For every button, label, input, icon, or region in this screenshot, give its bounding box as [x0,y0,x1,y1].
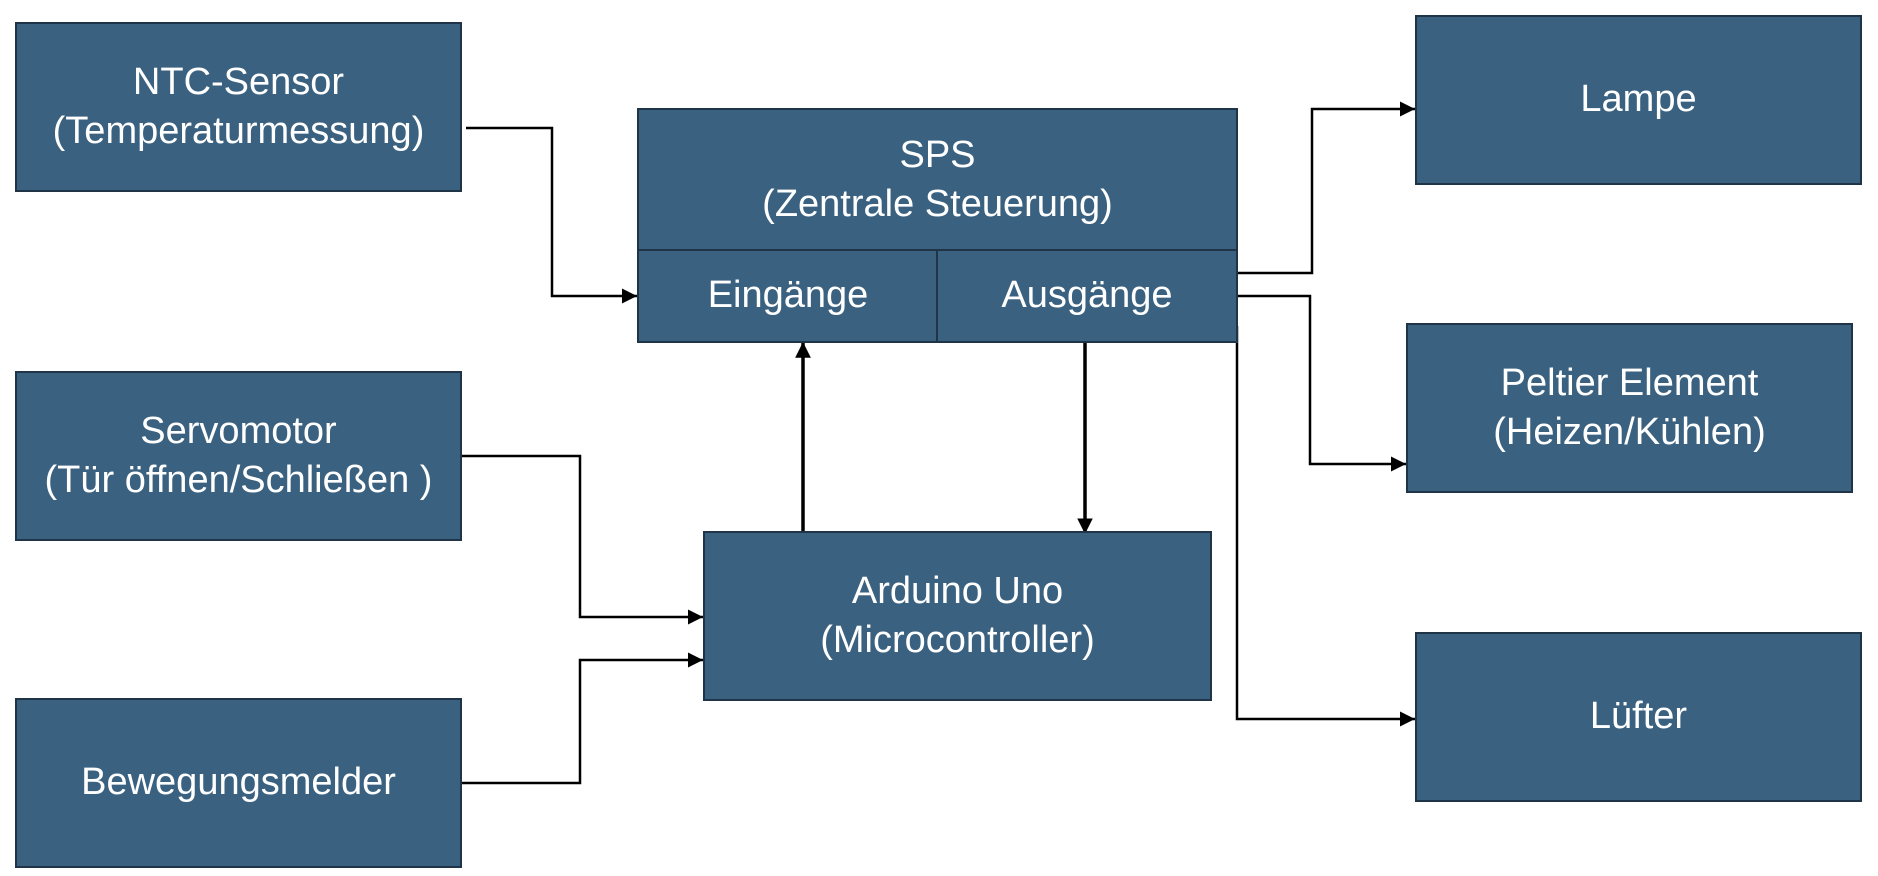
arduino-subtitle: (Microcontroller) [820,619,1095,661]
arrow-ntc-to-sps-inputs [466,126,637,304]
fan-box: Lüfter [1415,632,1862,802]
peltier-element-subtitle: (Heizen/Kühlen) [1493,411,1766,453]
sps-inputs-label: Eingänge [707,274,869,317]
motion-detector-box: Bewegungsmelder [15,698,462,868]
lamp-title: Lampe [1580,78,1697,121]
arduino-box: Arduino Uno (Microcontroller) [703,531,1212,701]
sps-outputs-label: Ausgänge [1001,274,1173,317]
arrow-sps-to-fan [1235,326,1415,727]
arrow-sps-to-lamp [1237,101,1415,275]
arrow-sps-to-peltier [1237,294,1406,472]
arrow-servo-to-arduino [462,454,703,625]
sps-subtitle: (Zentrale Steuerung) [762,183,1113,225]
servomotor-box: Servomotor (Tür öffnen/Schließen ) [15,371,462,541]
sps-box: SPS (Zentrale Steuerung) [637,108,1238,252]
fan-title: Lüfter [1589,695,1688,738]
sps-outputs-section: Ausgänge [936,249,1238,343]
lamp-box: Lampe [1415,15,1862,185]
motion-detector-title: Bewegungsmelder [81,761,396,804]
arrow-motion-to-arduino [462,652,703,785]
sps-inputs-section: Eingänge [637,249,939,343]
arduino-title: Arduino Uno [851,569,1064,612]
servomotor-subtitle: (Tür öffnen/Schließen ) [44,459,433,501]
peltier-element-box: Peltier Element (Heizen/Kühlen) [1406,323,1853,493]
ntc-sensor-subtitle: (Temperaturmessung) [52,110,425,152]
ntc-sensor-title: NTC-Sensor [132,60,345,103]
servomotor-title: Servomotor [140,409,337,452]
sps-title: SPS [899,133,976,176]
peltier-element-title: Peltier Element [1500,361,1759,404]
ntc-sensor-box: NTC-Sensor (Temperaturmessung) [15,22,462,192]
